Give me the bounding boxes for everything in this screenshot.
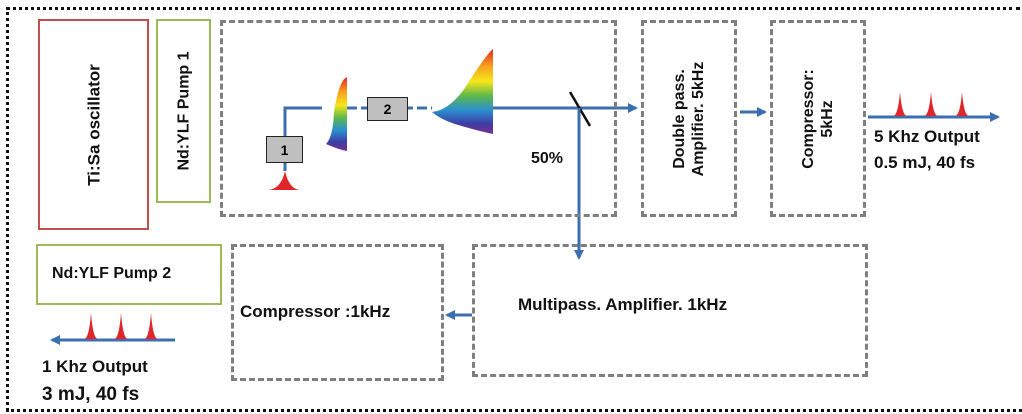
pump2-label: Nd:YLF Pump 2	[52, 265, 172, 282]
seed-pulse	[256, 171, 300, 190]
stretcher-1-label: 1	[266, 136, 303, 163]
output-5k-pulse-3	[955, 92, 969, 116]
output-5k-title: 5 Khz Output	[874, 127, 980, 146]
stretcher-2-label: 2	[367, 97, 408, 121]
compressor-1k-label: Compressor :1kHz	[240, 302, 391, 321]
oscillator-box: Ti:Sa oscillator	[38, 19, 149, 230]
output-1k-pulse-3	[144, 313, 158, 339]
chirped-pulse-small	[326, 77, 347, 151]
output-1k-pulse-1	[84, 313, 98, 339]
compressor-5k-line-2: 5kHz	[819, 99, 836, 138]
stretcher-box	[220, 20, 617, 217]
outer-dotted-frame-bottom	[6, 409, 1022, 412]
oscillator-label: Ti:Sa oscillator	[84, 63, 103, 186]
outer-dotted-frame	[6, 7, 1020, 411]
output-5k-pulse-1	[893, 92, 907, 116]
output-1k-pulse-2	[114, 313, 128, 339]
compressor-5k-line-1: Compressor:	[800, 68, 817, 169]
pump2-box: Nd:YLF Pump 2	[36, 244, 222, 305]
compressor-1k-box: Compressor :1kHz	[231, 244, 444, 381]
compressor-5k-label: Compressor: 5kHz	[799, 69, 837, 169]
double-pass-line-1: Double pass.	[671, 68, 688, 169]
multipass-amp-box: Multipass. Amplifier. 1kHz	[472, 244, 868, 377]
double-pass-amp-box: Double pass. Amplifier. 5kHz	[641, 20, 737, 217]
double-pass-amp-label: Double pass. Amplifier. 5kHz	[670, 61, 708, 176]
split-ratio-label: 50%	[531, 150, 564, 167]
output-5k-spec: 0.5 mJ, 40 fs	[874, 153, 976, 172]
double-pass-line-2: Amplifier. 5kHz	[690, 61, 707, 176]
chirped-pulse-large	[432, 49, 493, 134]
pump1-label: Nd:YLF Pump 1	[175, 51, 192, 171]
multipass-amp-label: Multipass. Amplifier. 1kHz	[518, 295, 728, 314]
compressor-5k-box: Compressor: 5kHz	[770, 20, 866, 217]
pump1-box: Nd:YLF Pump 1	[156, 19, 211, 203]
output-5k-pulse-2	[924, 92, 938, 116]
output-1k-spec: 3 mJ, 40 fs	[42, 384, 140, 405]
output-1k-title: 1 Khz Output	[42, 357, 148, 376]
